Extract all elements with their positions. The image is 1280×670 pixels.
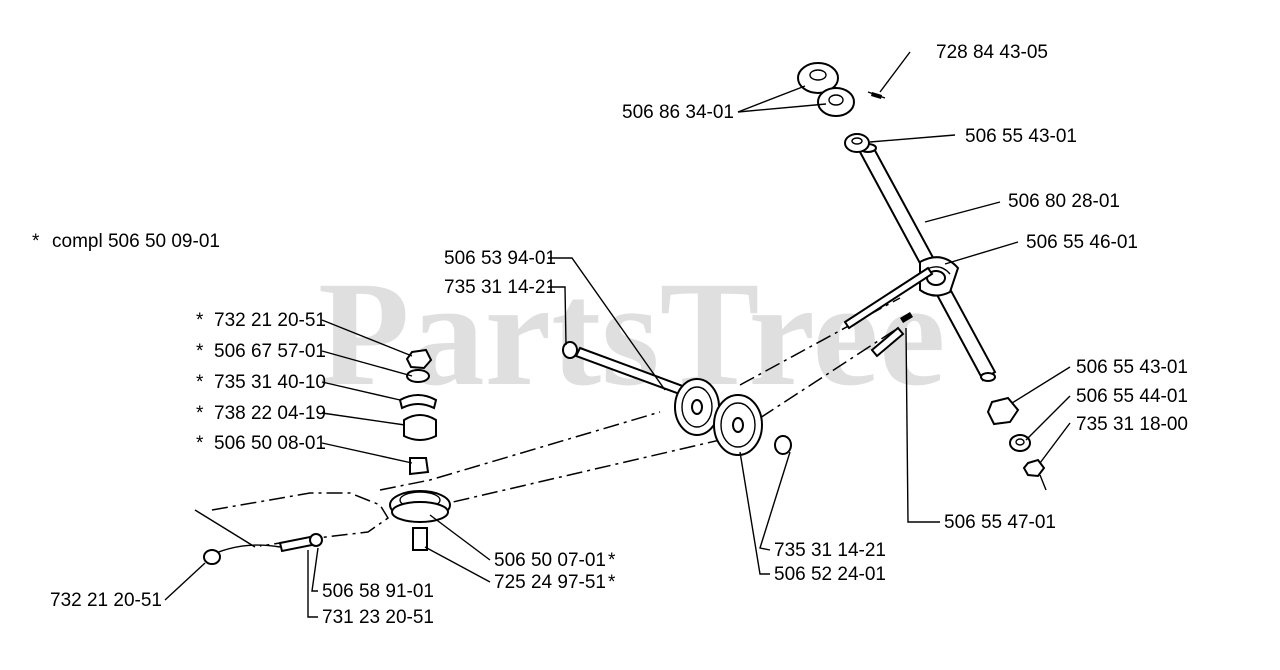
note-star: * <box>32 231 40 252</box>
label-735-31-14-21-left: 735 31 14-21 <box>444 277 556 298</box>
label-506-53-94-01: 506 53 94-01 <box>444 248 556 269</box>
label-725-24-97-51: 725 24 97-51 <box>494 572 606 593</box>
star-1: * <box>196 310 204 331</box>
label-732-21-20-51-bottom: 732 21 20-51 <box>50 590 162 611</box>
pulley-nut <box>774 435 792 455</box>
label-735-31-18-00: 735 31 18-00 <box>1076 414 1188 435</box>
label-506-67-57-01: 506 67 57-01 <box>214 341 326 362</box>
label-731-23-20-51: 731 23 20-51 <box>322 607 434 628</box>
label-506-80-28-01: 506 80 28-01 <box>1008 191 1120 212</box>
star-5: * <box>196 433 204 454</box>
label-506-55-43-01-right: 506 55 43-01 <box>1076 357 1188 378</box>
label-506-55-47-01: 506 55 47-01 <box>944 512 1056 533</box>
label-738-22-04-19: 738 22 04-19 <box>214 403 326 424</box>
label-506-50-08-01: 506 50 08-01 <box>214 433 326 454</box>
label-506-55-43-01-top: 506 55 43-01 <box>965 126 1077 147</box>
note-compl: compl 506 50 09-01 <box>52 231 220 252</box>
part-labels: * compl 506 50 09-01 728 84 43-05 506 86… <box>32 42 1188 628</box>
pulley-left <box>674 378 720 436</box>
star-7: * <box>608 572 616 593</box>
label-506-55-46-01: 506 55 46-01 <box>1026 232 1138 253</box>
label-506-55-44-01: 506 55 44-01 <box>1076 386 1188 407</box>
star-3: * <box>196 372 204 393</box>
label-732-21-20-51-top: 732 21 20-51 <box>214 310 326 331</box>
star-2: * <box>196 341 204 362</box>
leader-lines <box>164 51 1071 618</box>
pulley-right <box>713 394 763 456</box>
cables <box>203 533 323 565</box>
left-hardware <box>398 348 438 476</box>
label-506-52-24-01: 506 52 24-01 <box>774 564 886 585</box>
steering-knobs <box>797 62 886 153</box>
label-506-58-91-01: 506 58 91-01 <box>322 581 434 602</box>
watermark: PartsTree <box>318 251 945 417</box>
label-506-50-07-01: 506 50 07-01 <box>494 550 606 571</box>
label-728-84-43-05: 728 84 43-05 <box>936 42 1048 63</box>
label-735-31-40-10: 735 31 40-10 <box>214 372 326 393</box>
star-4: * <box>196 403 204 424</box>
star-6: * <box>608 550 616 571</box>
steering-rods <box>843 266 934 358</box>
label-735-31-14-21-bottom: 735 31 14-21 <box>774 540 886 561</box>
label-506-86-34-01: 506 86 34-01 <box>622 102 734 123</box>
right-hardware <box>986 396 1046 478</box>
engine-pulley <box>389 490 451 551</box>
